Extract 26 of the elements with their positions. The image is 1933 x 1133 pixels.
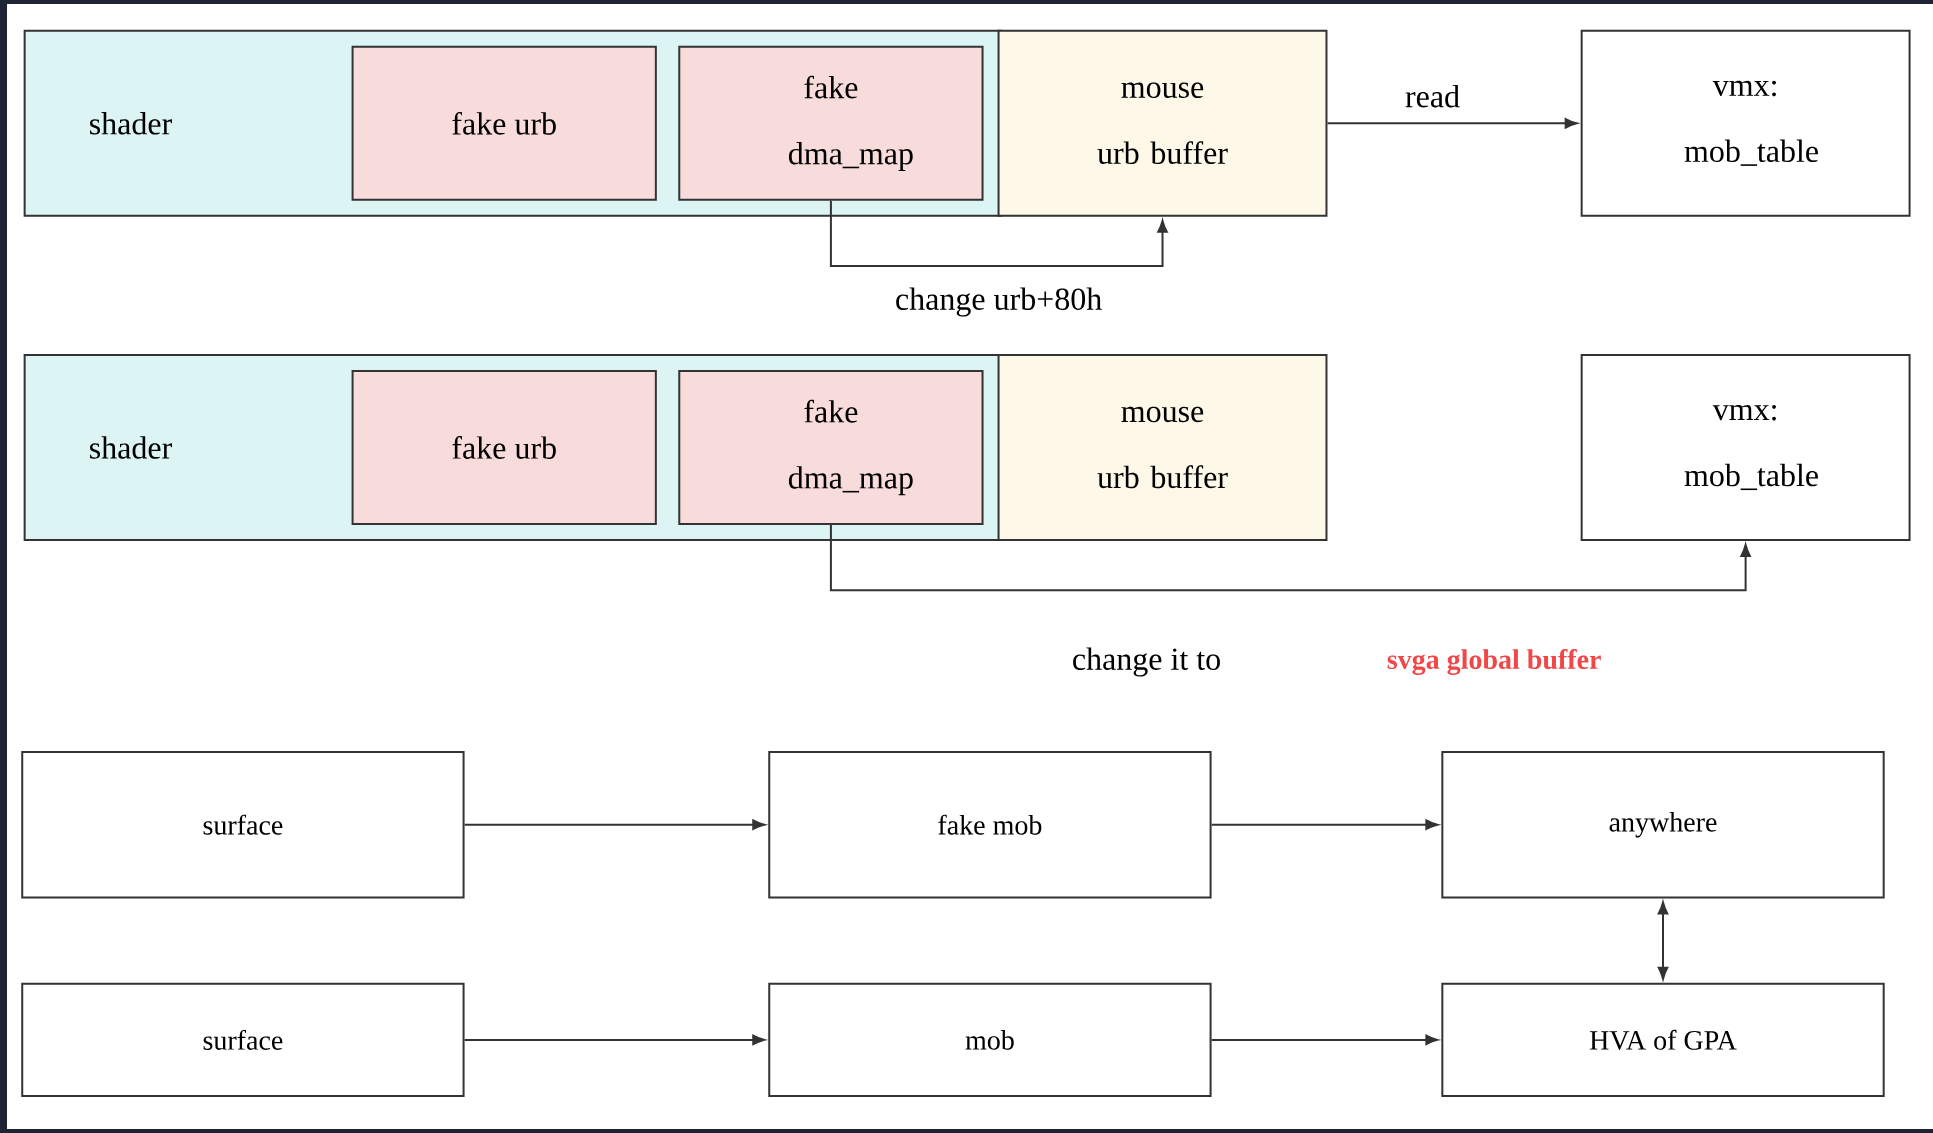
arrow	[1326, 118, 1578, 129]
memory-block: fake urb	[351, 45, 657, 201]
note-text: change it to	[1073, 647, 1220, 677]
buffer-box: mouse urb buffer	[997, 29, 1328, 217]
arrow	[463, 1034, 766, 1046]
buffer-box: mouse urb buffer	[997, 354, 1328, 541]
process-box: fake mob	[768, 750, 1212, 899]
highlight-text: svga global buffer	[1387, 649, 1601, 675]
edge-label: change urb+80h	[896, 287, 1102, 317]
memory-block: fake dma_map	[678, 45, 984, 201]
process-box: anywhere	[1441, 750, 1885, 899]
process-box: HVA of GPA	[1441, 982, 1885, 1097]
arrow	[829, 199, 1168, 267]
arrow	[1210, 819, 1439, 830]
arrow	[1210, 1034, 1439, 1046]
process-box: surface	[21, 982, 465, 1097]
arrow	[1657, 901, 1669, 980]
arrow	[829, 523, 1751, 592]
memory-block: fake dma_map	[678, 370, 984, 525]
process-box: mob	[768, 982, 1212, 1097]
process-box: vmx: mob_table	[1580, 354, 1911, 541]
process-box: vmx: mob_table	[1580, 29, 1911, 217]
memory-block: fake urb	[351, 370, 657, 525]
arrow	[463, 819, 766, 830]
process-box: surface	[21, 750, 465, 899]
edge-label: read	[1405, 84, 1460, 108]
